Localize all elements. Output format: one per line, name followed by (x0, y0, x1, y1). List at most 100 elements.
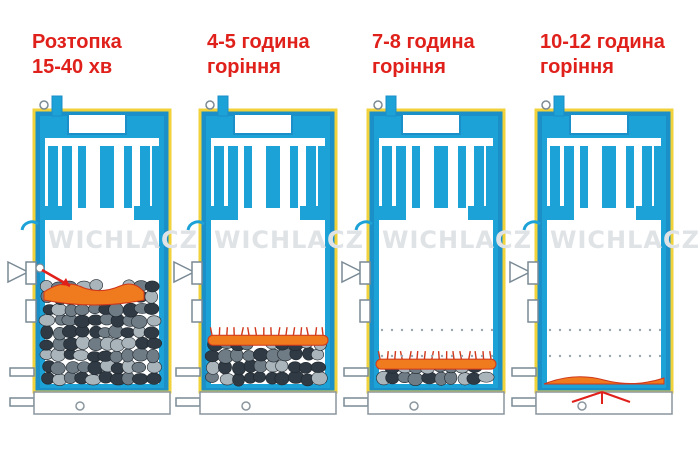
level-marker-dot (568, 354, 572, 358)
ash-flow-arrow-icon (601, 391, 631, 403)
level-marker-dot (618, 354, 622, 358)
lower-header-left (42, 206, 72, 220)
coal-lump (311, 348, 325, 361)
level-marker-dot (470, 328, 474, 332)
flame-spark (452, 351, 455, 360)
coal-lump (39, 339, 54, 351)
coal-lump (131, 361, 147, 373)
exchanger-tube (244, 146, 252, 208)
coal-lump (478, 371, 495, 383)
level-marker-dot (460, 354, 464, 358)
right-wall-water (661, 138, 666, 388)
level-marker-dot (658, 354, 662, 358)
coal-lump (84, 374, 102, 386)
flame-spark (292, 327, 296, 336)
coal-lump (132, 347, 149, 362)
flame-spark (377, 350, 381, 360)
coal-lump (72, 349, 89, 361)
flame-spark (226, 327, 229, 336)
coal-lump (310, 361, 327, 373)
lower-header-right (468, 206, 496, 220)
flue-outlet (233, 113, 293, 135)
coal-lump (144, 290, 159, 304)
level-marker-dot (440, 354, 444, 358)
lower-header-right (636, 206, 664, 220)
damper-housing (191, 261, 203, 285)
ash-door-handle-icon (343, 397, 369, 407)
outlet-pipe (217, 95, 229, 117)
level-marker-dot (400, 354, 404, 358)
ash-pan (367, 391, 505, 415)
exchanger-tube (228, 146, 238, 208)
loading-door-hinge (527, 299, 539, 323)
ash-pan (33, 391, 171, 415)
damper-housing (359, 261, 371, 285)
exchanger-tube (474, 146, 484, 208)
level-marker-dot (618, 328, 622, 332)
level-marker-dot (608, 328, 612, 332)
flame-spark (314, 327, 318, 336)
loading-door-hinge (25, 299, 37, 323)
level-marker-dot (628, 328, 632, 332)
exchanger-tube (602, 146, 616, 208)
level-marker-dot (658, 328, 662, 332)
level-marker-dot (400, 328, 404, 332)
coal-lump (232, 361, 246, 376)
level-marker-dot (598, 328, 602, 332)
level-marker-dot (588, 328, 592, 332)
boiler-4: WICHLACZ (509, 95, 700, 415)
coal-lump (120, 327, 135, 338)
door-handle-icon (175, 367, 201, 377)
stage-1-title: Розтопка 15-40 хв (32, 31, 122, 78)
damper-housing (527, 261, 539, 285)
watermark-text: WICHLACZ (550, 226, 700, 254)
ash-pan-knob (409, 401, 419, 411)
exchanger-tube (318, 146, 326, 208)
boiler-3: WICHLACZ (341, 95, 531, 415)
flame-spark (416, 351, 419, 360)
level-marker-dot (420, 354, 424, 358)
level-marker-dot (440, 328, 444, 332)
return-pipe (354, 220, 373, 231)
coal-lump (121, 336, 137, 350)
level-marker-dot (430, 354, 434, 358)
exchanger-tube (564, 146, 574, 208)
flame-spark (240, 327, 244, 336)
left-wall-water (206, 138, 211, 388)
level-marker-dot (608, 354, 612, 358)
door-handle-icon (343, 367, 369, 377)
level-marker-dot (430, 328, 434, 332)
air-damper-icon (509, 260, 532, 284)
flame-spark (459, 350, 463, 360)
coal-lump (50, 361, 66, 375)
fire-arrow-head (61, 278, 70, 286)
ash-pan (199, 391, 337, 415)
level-marker-dot (578, 354, 582, 358)
exchanger-tube (396, 146, 406, 208)
coal-lump (444, 371, 458, 385)
level-marker-dot (628, 354, 632, 358)
coal-lump (40, 324, 54, 340)
level-marker-dot (568, 328, 572, 332)
flame-spark (254, 327, 258, 336)
exchanger-tube (124, 146, 132, 208)
coal-lump (143, 326, 160, 340)
stage-3-title: 7-8 година горіння (372, 31, 475, 78)
ash-pan (535, 391, 673, 415)
watermark-text: WICHLACZ (48, 226, 198, 254)
level-marker-dot (390, 328, 394, 332)
loading-door-hinge (191, 299, 203, 323)
left-wall-water (40, 138, 45, 388)
flame-spark (489, 351, 492, 360)
return-pipe (20, 220, 39, 231)
flame-spark (423, 351, 426, 360)
exchanger-tube (486, 146, 494, 208)
coal-lump (144, 302, 160, 315)
flame-spark (300, 327, 303, 336)
outlet-pipe (553, 95, 565, 117)
lower-header-right (300, 206, 328, 220)
burning-layer (207, 334, 329, 346)
coal-lump (311, 371, 328, 386)
coal-lump (299, 361, 313, 374)
flame-spark (209, 327, 213, 336)
